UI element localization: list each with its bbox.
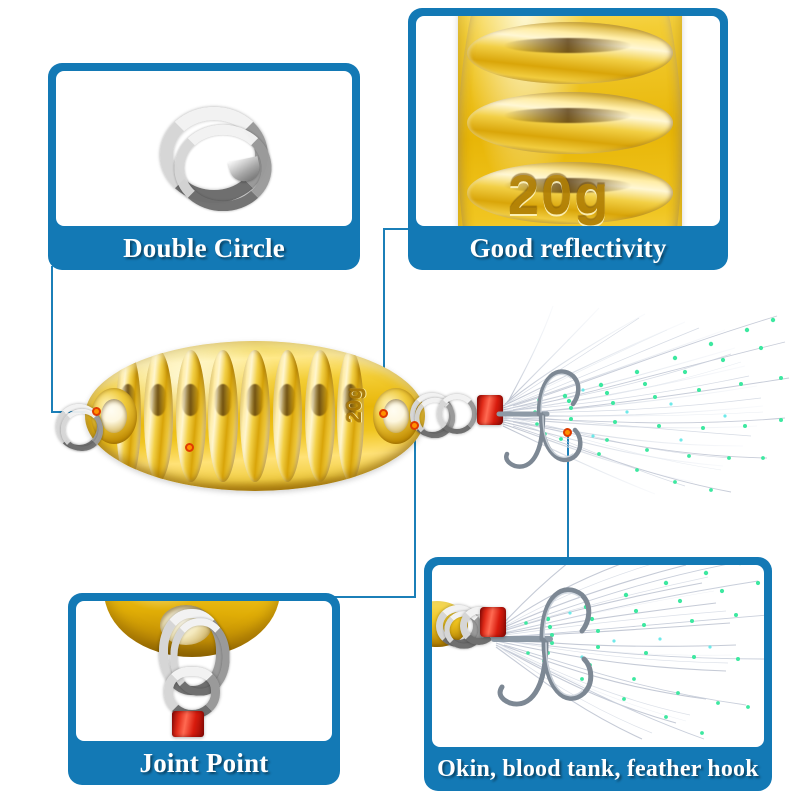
leader-reflectivity-vertical [383,228,385,413]
callout-double-circle-photo [56,71,352,226]
product-left-split-ring [56,404,104,452]
product-spoon-blade: 20g [85,341,425,491]
callout-feather-hook-photo [432,565,764,747]
split-ring-closeup [160,107,272,212]
marker-dot-joint-point [410,421,419,430]
ridge-h [466,92,674,155]
callout-feather-hook-caption: Okin, blood tank, feather hook [437,755,759,782]
feather-hook-treble [491,587,594,707]
callout-good-reflectivity-photo: 20g [416,16,720,226]
leader-double-circle-vertical [51,266,53,412]
marker-dot-feather-hook [563,428,572,437]
callout-feather-hook[interactable]: Okin, blood tank, feather hook [424,557,772,791]
blade-body: 20g [458,16,682,226]
blade-ridges [115,347,385,485]
feather-hook-dressing [495,565,764,740]
marker-dot-double-circle [92,407,101,416]
callout-double-circle[interactable]: Double Circle [48,63,360,270]
marker-dot-reflectivity [379,409,388,418]
callout-joint-point[interactable]: Joint Point [68,593,340,785]
product-hook-eye-ring [437,394,477,434]
blade-right-hole [383,399,409,433]
blade-ridges [466,16,674,226]
product-treble-hook [496,369,583,469]
callout-double-circle-caption: Double Circle [123,232,285,263]
feather-hook-red-collar [480,607,506,637]
blade-macro: 20g [458,16,682,226]
ridge-h [466,22,674,85]
callout-joint-point-photo [76,601,332,741]
leader-joint-point-horizontal [330,596,416,598]
blade-body: 20g [85,341,425,491]
leader-feather-hook-vertical [567,432,569,557]
leader-joint-point-vertical [414,425,416,597]
marker-dot-blade-surface [185,443,194,452]
product-red-collar [477,395,503,425]
split-ring-coil-1 [437,394,477,434]
ridge-h [466,162,674,224]
blade-left-hole [101,399,127,433]
split-ring-coil-2 [60,408,104,452]
callout-joint-point-caption: Joint Point [139,747,269,778]
leader-reflectivity-horizontal [383,228,411,230]
callout-good-reflectivity[interactable]: 20g Good reflectivity [408,8,728,270]
split-ring-coil-2 [174,124,272,212]
callout-good-reflectivity-caption: Good reflectivity [469,232,667,263]
joint-red-collar [172,711,204,737]
